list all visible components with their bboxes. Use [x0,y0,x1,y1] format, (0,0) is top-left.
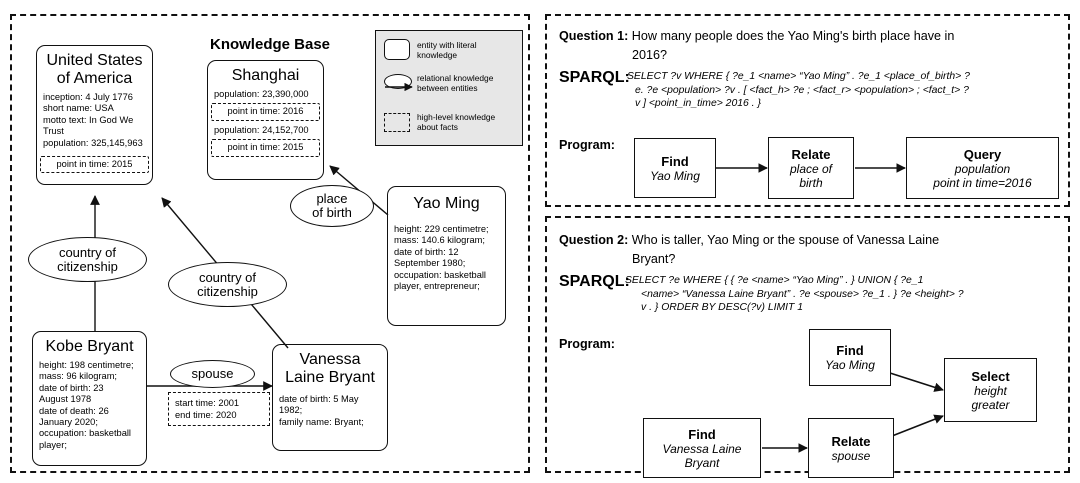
relation-label: country of [198,269,257,285]
dashed-rect-shape-icon [384,112,410,132]
question-1-panel: Question 1: How many people does the Yao… [545,14,1070,207]
fact-box: point in time: 2016 [211,103,320,121]
relation-country-of-citizenship-vanessa[interactable]: country of citizenship [168,262,287,307]
relation-label: spouse [191,366,234,381]
sparql-label: SPARQL: [559,273,630,290]
entity-title: Vanessa Laine Bryant [285,351,375,386]
program-2-edges [762,372,944,453]
question-1-row: Question 1: How many people does the Yao… [559,28,1059,45]
relation-label: country of [58,244,117,260]
entity-title: Yao Ming [413,195,480,212]
relation-label: citizenship [57,258,118,274]
program-node-relate-spouse[interactable]: Relate spouse [808,418,894,478]
legend: entity with literal knowledge relational… [375,30,523,146]
relation-label: place [316,191,348,206]
fact-box: point in time: 2015 [211,139,320,157]
entity-literals: inception: 4 July 1776 short name: USA m… [43,92,143,148]
entity-title: United States of America [46,52,143,87]
entity-node-yao-ming[interactable]: Yao Ming height: 229 centimetre; mass: 1… [387,186,506,326]
program-1-edges [715,163,906,173]
question-text-line-2: 2016? [632,48,668,62]
question-label: Question 1: [559,29,629,43]
sparql-query-1: SELECT ?v WHERE { ?e_1 <name> “Yao Ming”… [627,71,970,110]
entity-node-shanghai[interactable]: Shanghai population: 23,390,000 point in… [207,60,324,180]
entity-literals: population: 23,390,000 [214,89,309,99]
program-node-find-vanessa[interactable]: Find Vanessa Laine Bryant [643,418,761,478]
program-label: Program: [559,337,615,351]
question-text-line-1: How many people does the Yao Ming's birt… [631,29,955,43]
rounded-rect-shape-icon [384,39,410,60]
legend-label: relational knowledge between entities [417,73,494,93]
relation-label: of birth [312,205,352,220]
entity-literals: height: 198 centimetre; mass: 96 kilogra… [39,360,134,450]
question-2-row: Question 2: Who is taller, Yao Ming or t… [559,232,1059,249]
fact-box-spouse: start time: 2001 end time: 2020 [168,392,270,426]
relation-label: citizenship [197,283,258,299]
sparql-query-2: SELECT ?e WHERE { { ?e <name> “Yao Ming”… [625,275,964,314]
legend-item-relation: relational knowledge between entities [384,73,509,93]
program-label: Program: [559,138,615,152]
ellipse-arrow-shape-icon [384,73,414,93]
entity-literals: height: 229 centimetre; mass: 140.6 kilo… [394,224,489,292]
relation-place-of-birth[interactable]: place of birth [290,185,374,227]
program-node-find[interactable]: Find Yao Ming [634,138,716,198]
question-text-line-2: Bryant? [632,252,676,266]
question-2-panel: Question 2: Who is taller, Yao Ming or t… [545,216,1070,478]
program-node-query[interactable]: Query population point in time=2016 [906,137,1059,199]
entity-literals-2: population: 24,152,700 [214,124,309,135]
knowledge-base-title: Knowledge Base [209,36,331,53]
entity-node-united-states-of-america[interactable]: United States of America inception: 4 Ju… [36,45,153,185]
entity-title: Shanghai [231,67,300,84]
entity-title: Kobe Bryant [45,338,134,355]
program-node-find-yao-ming[interactable]: Find Yao Ming [809,329,891,386]
entity-node-vanessa-laine-bryant[interactable]: Vanessa Laine Bryant date of birth: 5 Ma… [272,344,388,451]
question-label: Question 2: [559,233,629,247]
legend-label: high-level knowledge about facts [417,112,496,132]
entity-literals: date of birth: 5 May 1982; family name: … [279,394,364,427]
legend-item-fact: high-level knowledge about facts [384,112,509,132]
legend-item-entity: entity with literal knowledge [384,39,509,60]
question-text-line-1: Who is taller, Yao Ming or the spouse of… [631,233,940,247]
program-node-relate[interactable]: Relate place of birth [768,137,854,199]
program-node-select[interactable]: Select height greater [944,358,1037,422]
entity-node-kobe-bryant[interactable]: Kobe Bryant height: 198 centimetre; mass… [32,331,147,466]
relation-spouse[interactable]: spouse [170,360,255,388]
fact-box: point in time: 2015 [40,156,149,174]
relation-country-of-citizenship-kobe[interactable]: country of citizenship [28,237,147,282]
legend-label: entity with literal knowledge [417,39,477,60]
sparql-label: SPARQL: [559,69,630,86]
